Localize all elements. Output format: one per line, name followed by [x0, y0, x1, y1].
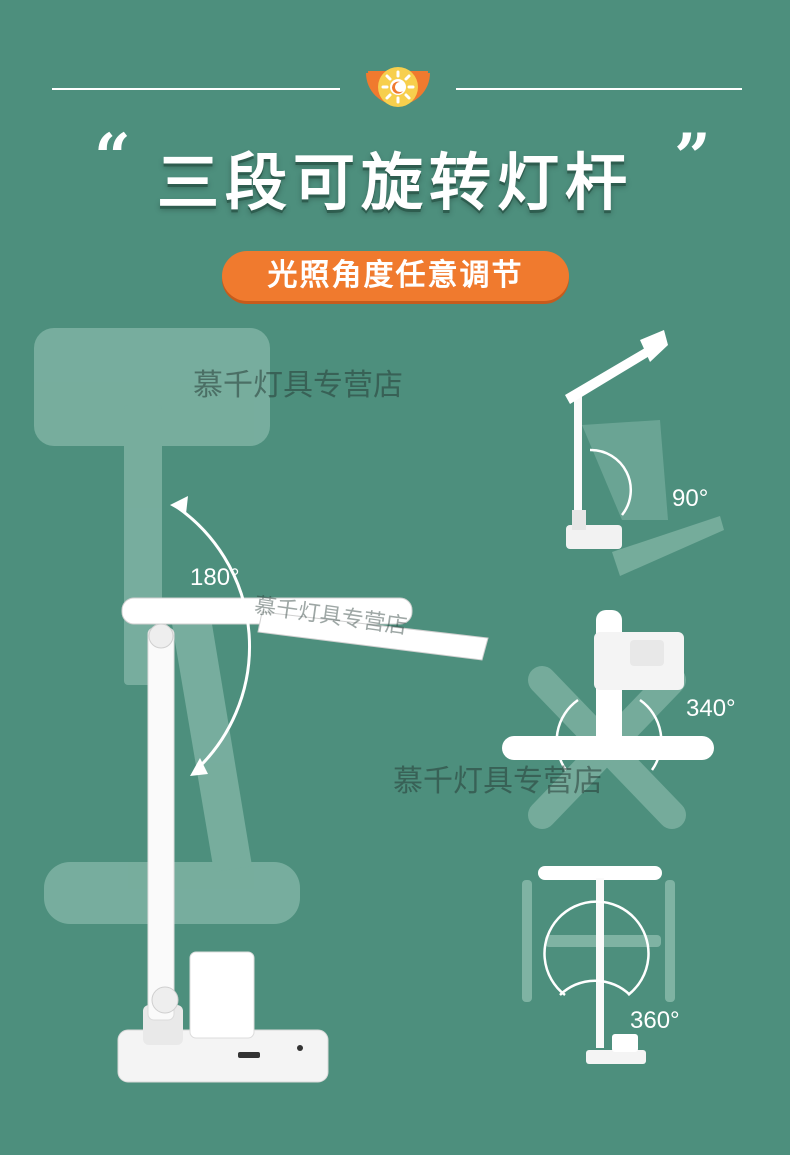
angle-label-340: 340°	[686, 695, 736, 722]
moon-icon	[392, 81, 403, 94]
subtitle-badge: 光照角度任意调节	[222, 251, 569, 301]
side-lamp-340: 340°	[502, 610, 736, 829]
watermark-text: 慕千灯具专营店	[193, 368, 403, 403]
angle-label-90: 90°	[672, 485, 708, 512]
angle-label-360: 360°	[630, 1007, 680, 1034]
angle-label-180: 180°	[190, 564, 240, 591]
quote-close: ”	[674, 120, 711, 195]
side-lamp-360: 360°	[522, 866, 680, 1064]
sun-icon	[366, 67, 430, 107]
header-divider-left	[52, 88, 340, 90]
quote-open: “	[94, 120, 131, 195]
main-lamp	[117, 597, 489, 1083]
page-title: 三段可旋转灯杆	[156, 146, 633, 219]
rotation-arc-180	[173, 503, 251, 774]
header-divider-right	[456, 88, 742, 90]
side-lamp-90: 90°	[565, 330, 724, 576]
watermark-text: 慕千灯具专营店	[393, 764, 603, 799]
